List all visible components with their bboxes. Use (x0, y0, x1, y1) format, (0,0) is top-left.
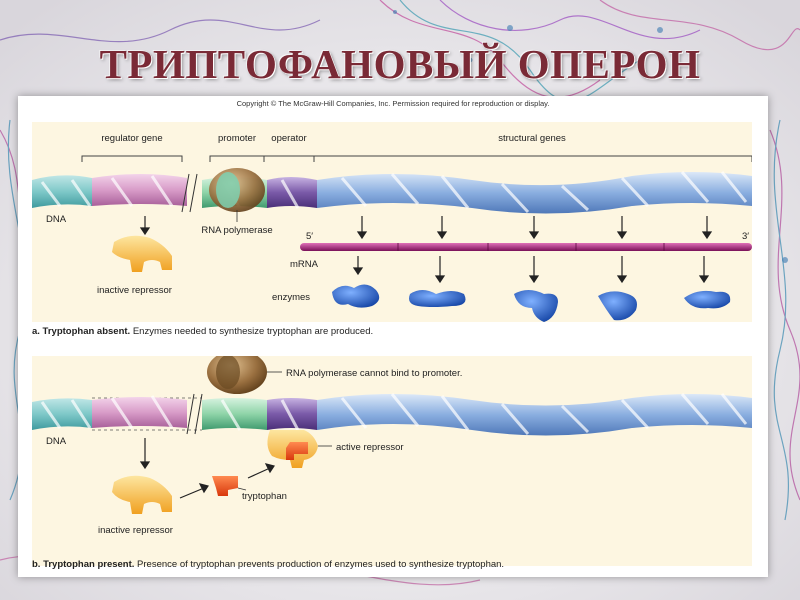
arrow-to-active-repressor (248, 468, 270, 478)
operon-diagram-a: regulator gene promoter operator structu… (32, 122, 752, 322)
regulator-gene-bracket (82, 156, 182, 162)
inactive-repressor-label-b: inactive repressor (98, 525, 173, 536)
dna-strand (32, 172, 752, 214)
arrow-to-tryptophan (180, 488, 204, 498)
five-prime-label: 5′ (306, 231, 313, 242)
rna-polymerase-label: RNA polymerase (201, 225, 272, 236)
panel-tryptophan-absent: regulator gene promoter operator structu… (32, 122, 752, 322)
dna-strand-b (32, 394, 752, 436)
dna-segment-left (32, 175, 92, 208)
dna-label: DNA (46, 214, 67, 225)
caption-b: b. Tryptophan present. Presence of trypt… (32, 559, 504, 570)
enzymes-label: enzymes (272, 292, 310, 303)
regulator-gene-label: regulator gene (101, 133, 162, 144)
enzyme-5 (684, 291, 730, 309)
caption-b-bold: b. Tryptophan present. (32, 559, 134, 570)
panel-tryptophan-present: RNA polymerase cannot bind to promoter. (32, 356, 752, 566)
figure-card: Copyright © The McGraw-Hill Companies, I… (18, 96, 768, 577)
operon-diagram-b: RNA polymerase cannot bind to promoter. (32, 356, 752, 566)
mrna-strand (300, 243, 752, 251)
three-prime-label: 3′ (742, 231, 749, 242)
operator-segment (267, 177, 317, 208)
active-repressor-label: active repressor (336, 442, 404, 453)
inactive-repressor-label-a: inactive repressor (97, 285, 172, 296)
enzyme-4 (598, 291, 637, 320)
operator-label: operator (271, 133, 306, 144)
enzyme-2 (409, 290, 466, 307)
rna-polymerase-cannot-bind-label: RNA polymerase cannot bind to promoter. (286, 368, 462, 379)
tryptophan (212, 476, 238, 496)
caption-a-text: Enzymes needed to synthesize tryptophan … (130, 326, 373, 337)
structural-genes-label: structural genes (498, 133, 566, 144)
operator-bracket (264, 156, 314, 162)
enzyme-1 (332, 284, 379, 307)
slide-title: ТРИПТОФАНОВЫЙ ОПЕРОН (0, 40, 800, 88)
caption-a: a. Tryptophan absent. Enzymes needed to … (32, 326, 373, 337)
caption-b-text: Presence of tryptophan prevents producti… (134, 559, 504, 570)
copyright-notice: Copyright © The McGraw-Hill Companies, I… (18, 99, 768, 108)
mrna-label: mRNA (290, 259, 319, 270)
promoter-label: promoter (218, 133, 256, 144)
inactive-repressor-a (112, 236, 172, 272)
dna-label-b: DNA (46, 436, 67, 447)
promoter-bracket (210, 156, 264, 162)
tryptophan-label: tryptophan (242, 491, 287, 502)
regulator-gene-segment (92, 174, 187, 206)
inactive-repressor-b (112, 476, 172, 514)
enzyme-3 (514, 290, 558, 322)
caption-a-bold: a. Tryptophan absent. (32, 326, 130, 337)
structural-genes-bracket (314, 156, 752, 162)
